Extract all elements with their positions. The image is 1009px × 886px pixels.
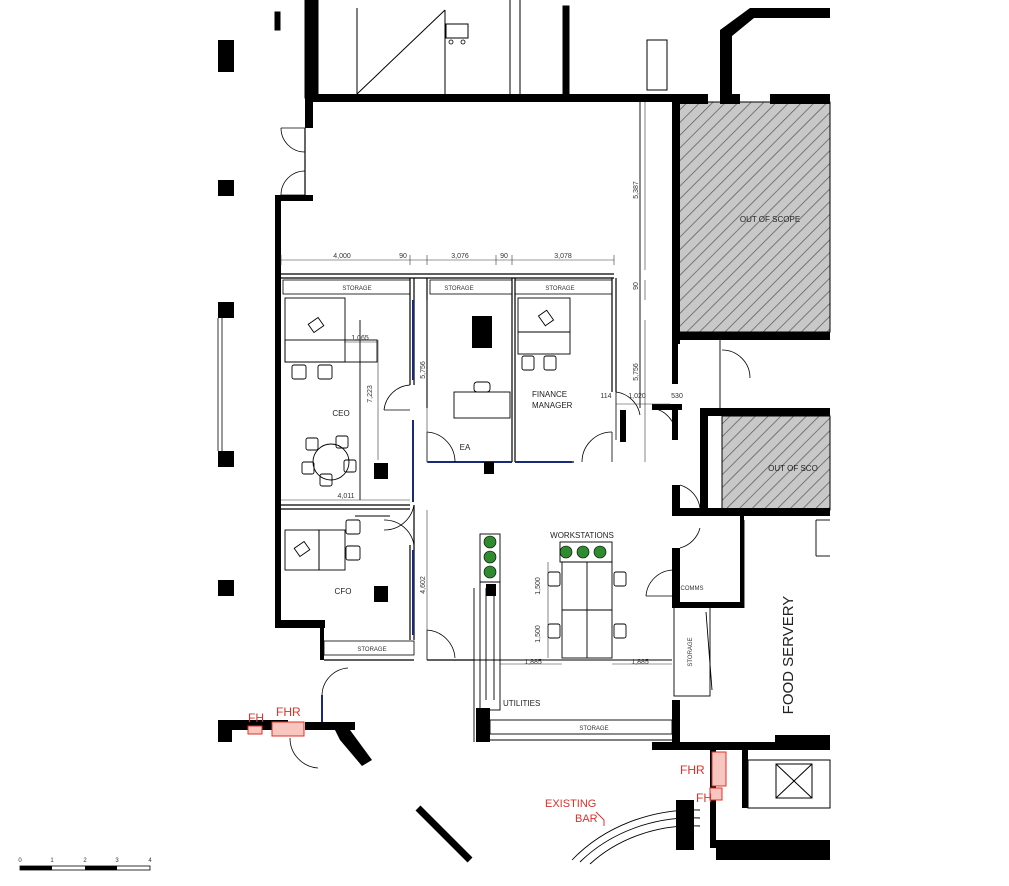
room-ea: EA: [460, 443, 471, 452]
dim-1500a: 1,500: [535, 577, 542, 595]
scale-4: 4: [148, 858, 152, 864]
room-utilities: UTILITIES: [503, 699, 540, 708]
dim-3076: 3,076: [451, 253, 469, 260]
fhr-left-label: FHR: [276, 705, 301, 719]
top-existing-area: [274, 0, 668, 99]
ea-furniture: [453, 381, 511, 419]
storage-ea: STORAGE: [444, 286, 473, 292]
wall-left: [275, 98, 325, 660]
top-right-structure: [678, 8, 830, 104]
dim-114: 114: [600, 393, 611, 400]
scale-0: 0: [18, 858, 22, 864]
right-mid-structure: [620, 332, 830, 750]
scale-2: 2: [83, 858, 87, 864]
fhr-right-label: FHR: [680, 763, 705, 777]
scale-3: 3: [115, 858, 119, 864]
dim-530: 530: [671, 393, 683, 400]
dim-5756a: 5,756: [420, 361, 427, 379]
dim-7223: 7,223: [367, 385, 374, 403]
fh-right-label: FH: [696, 791, 712, 805]
dim-1065: 1,065: [351, 335, 369, 342]
fh-left-label: FH: [248, 711, 264, 725]
existing-bar-label-2: BAR: [575, 813, 598, 825]
dim-1885b: 1,885: [631, 659, 649, 666]
dim-90c: 90: [633, 282, 640, 290]
dim-5387: 5,387: [633, 181, 640, 199]
wall-top-right: [672, 94, 680, 344]
out-of-scope-label-2: OUT OF SCO: [768, 464, 818, 473]
room-finance-line2: MANAGER: [532, 401, 573, 410]
out-of-scope-area-1: OUT OF SCOPE: [677, 101, 831, 333]
scale-1: 1: [50, 858, 54, 864]
left-entry-door: [280, 127, 306, 196]
storage-right: STORAGE: [688, 637, 694, 666]
existing-bar-label-1: EXISTING: [545, 798, 596, 810]
fire-labels: FH FHR FHR FH EXISTING BAR: [248, 705, 712, 825]
finance-furniture: [517, 297, 571, 371]
storage-labels: STORAGE STORAGE STORAGE STORAGE STORAGE …: [342, 286, 694, 732]
storage-ceo: STORAGE: [342, 286, 371, 292]
room-finance-line1: FINANCE: [532, 390, 567, 399]
dim-1020: 1,020: [628, 393, 646, 400]
lift: [747, 759, 831, 809]
room-comms: COMMS: [681, 586, 704, 592]
room-workstations: WORKSTATIONS: [550, 531, 614, 540]
scale-bar: 0 1 2 3 4: [18, 858, 152, 871]
right-mid-lines: [639, 102, 830, 691]
planters: [483, 535, 607, 579]
office-doors: [289, 349, 751, 769]
fire-equipment: [247, 721, 727, 826]
workstations-furniture: [547, 561, 627, 659]
dim-1500b: 1,500: [535, 625, 542, 643]
dim-5756b: 5,756: [633, 363, 640, 381]
bottom-storage: [474, 605, 711, 741]
planter-boxes: [473, 533, 613, 742]
existing-bar: [415, 805, 701, 865]
room-ceo: CEO: [332, 409, 349, 418]
room-cfo: CFO: [335, 587, 352, 596]
left-columns: [218, 40, 234, 596]
ceo-furniture: [284, 297, 378, 500]
dim-4011: 4,011: [338, 493, 355, 500]
room-food-servery: FOOD SERVERY: [780, 596, 797, 715]
bottom-left-entry: [218, 720, 372, 766]
dim-4000: 4,000: [333, 253, 351, 260]
dim-90a: 90: [399, 253, 407, 260]
dim-4602: 4,602: [420, 576, 427, 594]
wall-top: [305, 94, 677, 102]
storage-cfo: STORAGE: [357, 647, 386, 653]
storage-finance: STORAGE: [545, 286, 574, 292]
cfo-furniture: [284, 515, 390, 571]
out-of-scope-area-2: OUT OF SCO: [721, 415, 831, 511]
storage-bottom: STORAGE: [579, 726, 608, 732]
glazing-lines: [321, 300, 572, 722]
left-window: [217, 42, 229, 451]
room-labels: CEO CFO EA FINANCE MANAGER WORKSTATIONS …: [332, 390, 797, 714]
out-of-scope-label-1: OUT OF SCOPE: [740, 215, 800, 224]
office-partitions: [281, 273, 617, 661]
interior-columns: [374, 316, 496, 742]
dim-90b: 90: [500, 253, 508, 260]
dim-3078: 3,078: [554, 253, 572, 260]
dim-1885a: 1,885: [524, 659, 542, 666]
dimension-labels: 4,000 90 3,076 90 3,078 5,387 90 1,065 5…: [333, 181, 683, 666]
dimension-lines: [280, 102, 672, 665]
